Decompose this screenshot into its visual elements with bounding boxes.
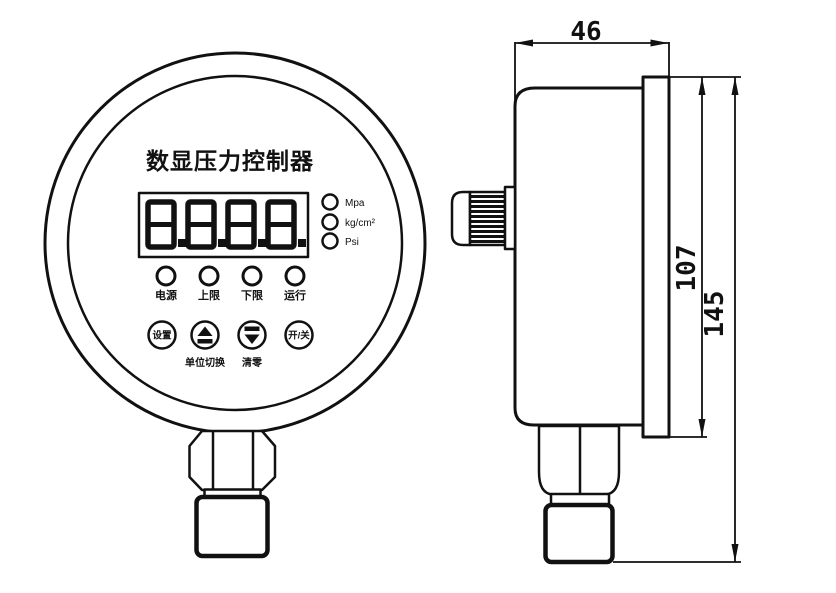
dial-title: 数显压力控制器 <box>146 148 314 174</box>
dimension-annotations: 46 107 145 <box>514 17 741 563</box>
set-button-label: 设置 <box>152 330 172 342</box>
power-button <box>284 320 314 350</box>
dim-height-label: 145 <box>700 291 730 338</box>
cable-gland <box>450 185 517 251</box>
status-label-power: 电源 <box>155 288 177 302</box>
status-led-upper <box>198 265 220 287</box>
up-triangle-icon <box>197 326 213 336</box>
hex-nut-front <box>188 429 277 492</box>
caption-zero: 清零 <box>242 356 263 369</box>
caption-unit-switch: 单位切换 <box>185 356 226 369</box>
arrowhead-down-icon <box>698 419 706 437</box>
unit-led-psi <box>321 232 339 250</box>
unit-label-mpa: Mpa <box>345 198 365 209</box>
down-triangle-icon <box>244 334 260 344</box>
front-view: 数显压力控制器 Mpa kg/cm² Psi 电源 上限 下限 运行 设置 开/… <box>43 51 427 559</box>
lcd-digits <box>145 199 306 250</box>
power-button-label: 开/关 <box>288 330 310 342</box>
up-button-bar <box>197 339 213 344</box>
status-led-power <box>155 265 177 287</box>
gland-cap <box>450 190 472 247</box>
unit-led-mpa <box>321 193 339 211</box>
gland-ridges <box>468 190 507 247</box>
arrowhead-down-icon <box>731 544 739 562</box>
unit-label-kgcm2: kg/cm² <box>345 218 376 229</box>
dim-diameter-label: 107 <box>672 245 702 292</box>
arrowhead-right-icon <box>650 39 669 47</box>
arrowhead-up-icon <box>698 77 706 95</box>
side-bezel <box>641 75 671 439</box>
thread-fitting-front <box>194 494 270 559</box>
thread-fitting-side <box>543 502 615 565</box>
arrowhead-up-icon <box>731 77 739 95</box>
status-label-run: 运行 <box>284 288 306 302</box>
dim-depth-label: 46 <box>570 17 601 47</box>
arrowhead-left-icon <box>515 39 533 47</box>
status-label-lower: 下限 <box>241 288 263 302</box>
down-button-bar <box>244 326 260 331</box>
side-view <box>450 75 671 565</box>
set-button <box>147 320 177 350</box>
unit-led-kgcm2 <box>321 213 339 231</box>
status-led-run <box>284 265 306 287</box>
status-label-upper: 上限 <box>198 288 220 302</box>
unit-label-psi: Psi <box>345 237 359 248</box>
gland-flange <box>503 185 517 251</box>
status-led-lower <box>241 265 263 287</box>
side-body <box>513 86 645 427</box>
